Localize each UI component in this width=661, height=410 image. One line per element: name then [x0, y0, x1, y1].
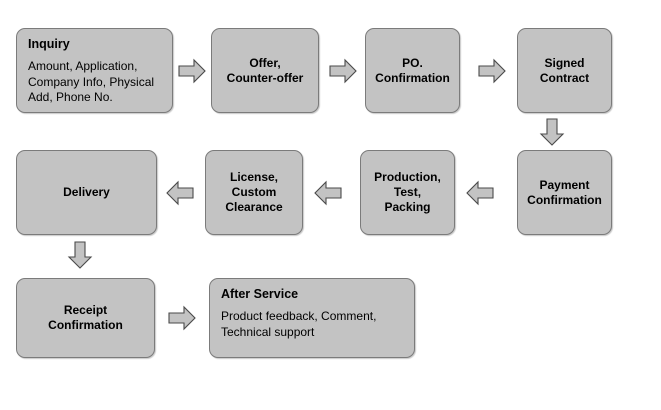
- arrow-delivery-to-receipt: [67, 241, 93, 269]
- node-payment-confirmation-label: Payment Confirmation: [527, 177, 602, 207]
- node-after-service-title: After Service: [221, 287, 299, 301]
- arrow-contract-to-payment: [539, 118, 565, 146]
- node-receipt-confirmation[interactable]: Receipt Confirmation: [16, 278, 155, 358]
- node-production-label: Production, Test, Packing: [374, 170, 441, 214]
- arrow-offer-to-po: [329, 58, 357, 84]
- node-po-confirmation-label: PO. Confirmation: [375, 55, 450, 85]
- arrow-production-to-license: [314, 180, 342, 206]
- node-po-confirmation[interactable]: PO. Confirmation: [365, 28, 460, 113]
- node-receipt-confirmation-label: Receipt Confirmation: [48, 303, 123, 332]
- arrow-po-to-contract: [478, 58, 506, 84]
- node-production[interactable]: Production, Test, Packing: [360, 150, 455, 235]
- node-license[interactable]: License, Custom Clearance: [205, 150, 303, 235]
- arrow-payment-to-production: [466, 180, 494, 206]
- node-license-label: License, Custom Clearance: [225, 170, 283, 214]
- node-inquiry[interactable]: Inquiry Amount, Application, Company Inf…: [16, 28, 173, 113]
- node-after-service[interactable]: After Service Product feedback, Comment,…: [209, 278, 415, 358]
- node-signed-contract[interactable]: Signed Contract: [517, 28, 612, 113]
- node-delivery-label: Delivery: [63, 185, 110, 199]
- arrow-receipt-to-after-service: [168, 305, 196, 331]
- node-offer[interactable]: Offer, Counter-offer: [211, 28, 319, 113]
- arrow-license-to-delivery: [166, 180, 194, 206]
- node-after-service-body: Product feedback, Comment, Technical sup…: [221, 309, 377, 339]
- node-offer-label: Offer, Counter-offer: [226, 55, 304, 85]
- node-inquiry-title: Inquiry: [28, 37, 70, 51]
- node-inquiry-body: Amount, Application, Company Info, Physi…: [28, 59, 155, 104]
- arrow-inquiry-to-offer: [178, 58, 206, 84]
- node-delivery[interactable]: Delivery: [16, 150, 157, 235]
- node-signed-contract-label: Signed Contract: [539, 55, 590, 85]
- node-payment-confirmation[interactable]: Payment Confirmation: [517, 150, 612, 235]
